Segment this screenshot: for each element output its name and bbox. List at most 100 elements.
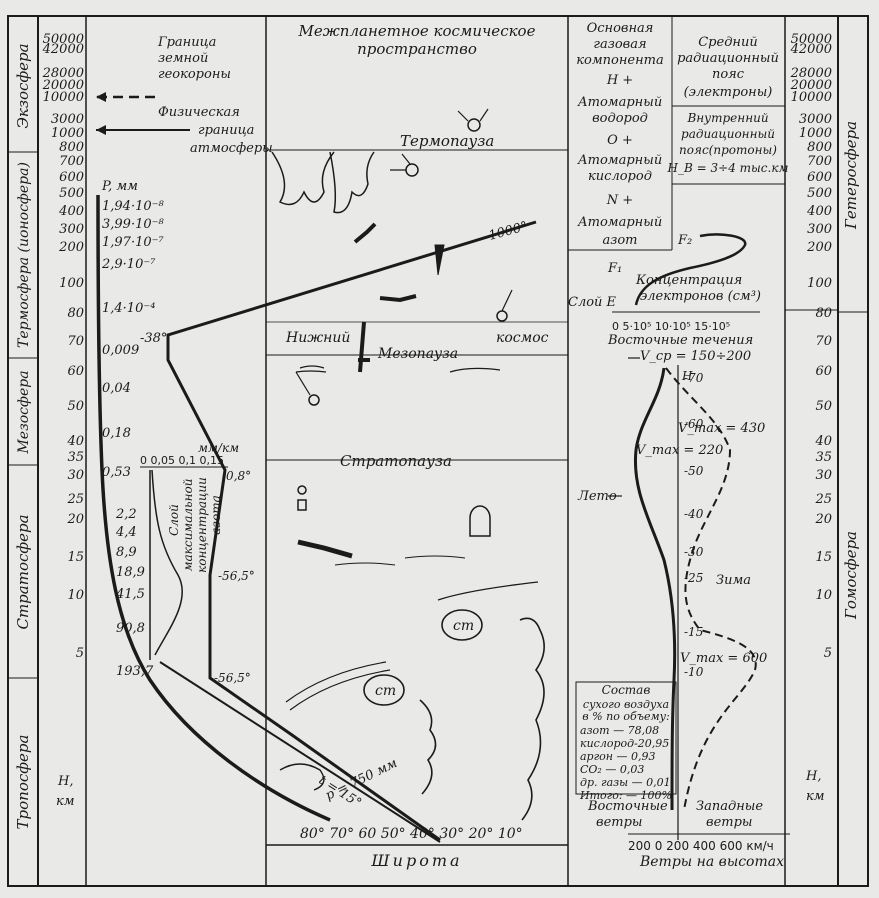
stratostat-icon [469, 505, 491, 537]
pressure-value: 4,4 [115, 525, 137, 540]
wind-vmax430: V_max = 430 [678, 421, 765, 436]
right-tick-20: 20 [814, 512, 832, 527]
left-unit-km: км [56, 794, 75, 809]
wind-east-currents: Восточные течения [607, 333, 753, 348]
gas-n-name1: Атомарный [577, 215, 662, 230]
gas-components: Основная газовая компонента H + Атомарны… [576, 21, 663, 248]
wind-summer: Лето [577, 489, 617, 504]
latitudes-scale: 80° 70° 60 50° 40° 30° 20° 10° [300, 826, 523, 842]
right-tick-80: 80 [815, 306, 832, 321]
wind-speed-scale: 200 0 200 400 600 км/ч [628, 839, 774, 853]
left-tick-20000: 20000 [42, 78, 84, 93]
wind-h: H [681, 369, 693, 383]
wind-mark: -30 [684, 545, 704, 559]
left-tick-50: 50 [67, 399, 84, 414]
left-layer-names: Экзосфера Термосфера (ионосфера) Мезосфе… [14, 43, 32, 829]
rad-inner2: радиационный [681, 127, 775, 141]
left-tick-1000: 1000 [51, 126, 84, 141]
tropopause-wave [437, 581, 539, 601]
pressure-value: 0,009 [102, 343, 139, 358]
wind-vcp: V_ср = 150÷200 [640, 349, 751, 364]
pressure-value: 90,8 [116, 621, 145, 636]
atmo-boundary-arrowhead [96, 125, 106, 135]
outer-frame [7, 15, 869, 887]
thermopause-label: Термопауза [400, 132, 494, 150]
geocorona-arrowhead [96, 92, 106, 102]
pressure-value: 3,99·10⁻⁸ [102, 217, 164, 232]
noctilucent-cloud-icon [295, 365, 327, 373]
comp-nitrogen: азот — 78,08 [580, 724, 659, 737]
ozone-curve [151, 469, 183, 656]
pressure-value: 0,18 [102, 426, 131, 441]
temp-minus38: -38° [140, 331, 167, 346]
right-tick-20000: 20000 [790, 78, 832, 93]
right-tick-15: 15 [815, 550, 832, 565]
low-cloud-icon [279, 763, 325, 791]
temp-minus565b: -56,5° [214, 671, 251, 685]
wind-title: Ветры на высотах [639, 854, 784, 870]
right-tick-500: 500 [807, 186, 832, 201]
aircraft-icon [379, 294, 417, 303]
comp-co2: CO₂ — 0,03 [580, 763, 644, 776]
rad-inner3: пояс(протоны) [679, 143, 777, 157]
left-tick-3000: 3000 [51, 112, 84, 127]
right-tick-30: 30 [815, 468, 832, 483]
left-altitude-axis: 5000042000280002000010000300010008007006… [42, 32, 84, 661]
left-tick-20: 20 [66, 512, 84, 527]
pressure-value: 1,97·10⁻⁷ [102, 235, 164, 250]
pressure-value: 2,2 [115, 507, 137, 522]
layer-troposphere: Тропосфера [14, 735, 32, 830]
left-tick-40: 40 [66, 434, 84, 449]
gas-header1: Основная [587, 21, 654, 36]
pressure-value: 2,9·10⁻⁷ [101, 257, 156, 272]
right-tick-200: 200 [806, 240, 832, 255]
right-tick-25: 25 [814, 492, 832, 507]
right-tick-100: 100 [807, 276, 832, 291]
comp-title2: сухого воздуха [583, 698, 669, 711]
geocorona-line2: земной [158, 51, 208, 66]
wind-mark: -70 [684, 371, 704, 385]
wind-east2: ветры [596, 815, 643, 830]
right-tick-35: 35 [815, 450, 832, 465]
left-tick-50000: 50000 [43, 32, 84, 47]
right-layer-names: Гетеросфера Гомосфера [842, 121, 860, 620]
cloud-st2: ст [375, 683, 396, 699]
left-tick-10000: 10000 [43, 90, 84, 105]
wind-west1: Западные [696, 799, 763, 814]
left-tick-800: 800 [59, 140, 84, 155]
left-unit-h: H, [57, 774, 73, 789]
frame-lines [7, 15, 869, 887]
right-tick-28000: 28000 [790, 66, 832, 81]
jet-icon [297, 539, 353, 559]
wind-west2: ветры [706, 815, 753, 830]
rad-middle1: Средний [698, 35, 758, 50]
atmo-boundary-line1: Физическая [158, 105, 240, 120]
ozone-unit: мм/км [198, 441, 239, 455]
ozone-label4: азота [209, 495, 223, 534]
mesopause-label: Мезопауза [377, 346, 458, 362]
gas-h-ion: H + [606, 73, 633, 88]
right-tick-10: 10 [815, 588, 832, 603]
comp-oxygen: кислород-20,95 [580, 737, 669, 750]
latitude-title: Широта [370, 851, 462, 870]
cosmos-label: космос [496, 330, 549, 346]
electron-f2: F₂ [677, 233, 692, 248]
radiation-belts: Средний радиационный пояс (электроны) Вн… [667, 35, 789, 175]
rad-middle2: радиационный [677, 51, 779, 66]
layer-exosphere: Экзосфера [14, 43, 32, 128]
right-tick-400: 400 [806, 204, 832, 219]
gas-o-ion: O + [607, 133, 633, 148]
rad-middle4: (электроны) [684, 85, 773, 100]
rad-middle3: пояс [712, 67, 745, 82]
right-unit-h: H, [805, 769, 821, 784]
right-tick-1000: 1000 [799, 126, 832, 141]
balloon-icon-2 [308, 394, 320, 406]
aurora-icon-2 [329, 151, 375, 214]
layer-thermosphere: Термосфера (ионосфера) [16, 162, 32, 348]
electron-scale: 0 5·10⁵ 10·10⁵ 15·10⁵ [612, 320, 730, 333]
right-altitude-axis: 5000042000280002000010000300010008007006… [790, 32, 832, 661]
atmo-boundary-line3: атмосферы [190, 141, 273, 156]
left-tick-80: 80 [67, 306, 84, 321]
